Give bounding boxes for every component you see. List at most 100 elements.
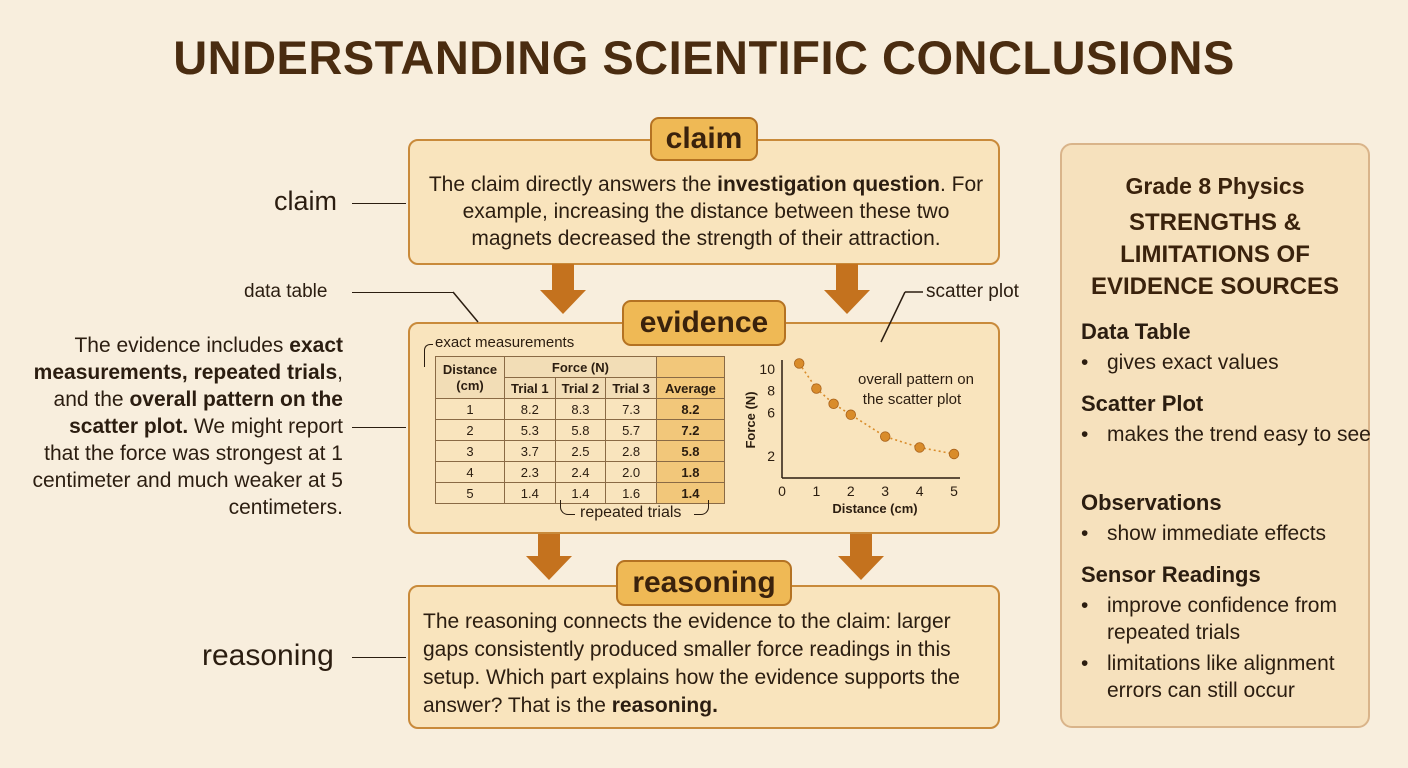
repeated-trials-label: repeated trials (580, 504, 682, 521)
table-cell: 7.3 (605, 398, 657, 420)
table-cell: 5.7 (605, 419, 657, 441)
arrow-evidence-reasoning-left (526, 534, 572, 580)
data-point (828, 398, 839, 410)
reasoning-side-label: reasoning (202, 639, 334, 672)
sidebar-subtitle: Grade 8 Physics (1125, 173, 1305, 199)
table-header-empty (655, 356, 726, 378)
x-tick-label: 5 (950, 483, 958, 499)
table-cell: 2.5 (554, 440, 607, 462)
data-table-label: data table (244, 281, 328, 302)
evidence-text-1: The evidence includes (74, 334, 290, 357)
section-title-scatter-plot: Scatter Plot (1081, 391, 1204, 416)
evidence-sources-panel: Grade 8 Physics STRENGTHS & LIMITATIONS … (1060, 143, 1371, 728)
table-cell: 2.0 (605, 461, 657, 483)
table-cell: 5 (435, 482, 505, 504)
sidebar-heading-line-3: EVIDENCE SOURCES (1090, 273, 1340, 300)
page-title: UNDERSTANDING SCIENTIFIC CONCLUSIONS (173, 31, 1235, 84)
data-point (914, 442, 925, 453)
bullet-observations-1: •show immediate effects (1081, 522, 1327, 545)
data-point (845, 409, 857, 420)
table-cell: 5.8 (554, 419, 607, 441)
exact-measurements-bracket (424, 344, 433, 367)
y-tick-label: 2 (767, 448, 775, 464)
data-table-connector-diag (452, 291, 479, 323)
claim-text-post: . For example, increasing the distance b… (462, 173, 984, 250)
table-row: 4 2.3 2.4 2.0 1.8 (435, 461, 726, 483)
evidence-connector (352, 427, 406, 428)
reasoning-text-bold: reasoning. (611, 694, 718, 717)
evidence-explanation: The evidence includes exact measurements… (32, 332, 344, 521)
data-point (879, 431, 891, 442)
table-cell-average: 1.8 (655, 461, 726, 483)
exact-measurements-label: exact measurements (435, 334, 575, 351)
claim-text-bold: investigation question (717, 173, 940, 196)
sidebar-heading-line-1: STRENGTHS & (1128, 209, 1301, 236)
table-cell: 3.7 (504, 440, 556, 462)
section-title-sensor-readings: Sensor Readings (1081, 562, 1261, 587)
x-axis-label: Distance (cm) (832, 501, 917, 516)
table-cell-average: 7.2 (655, 419, 726, 441)
x-tick-label: 3 (881, 483, 889, 499)
y-axis-label: Force (N) (743, 391, 758, 448)
data-point (948, 448, 960, 460)
data-point (811, 383, 822, 394)
scatter-plot: Force (N) Distance (cm) overall pattern … (743, 358, 974, 516)
bullet-scatter-plot-1: •makes the trend easy to see (1081, 423, 1371, 446)
plot-annotation-line1: overall pattern on (858, 371, 974, 388)
reasoning-panel: The reasoning connects the evidence to t… (408, 585, 1000, 729)
table-cell-average: 8.2 (655, 398, 726, 420)
bullet-sensor-readings-2: •limitations like alignment errors can s… (1081, 652, 1335, 702)
evidence-bold-1: exact measurements, repeated trials (33, 334, 343, 384)
reasoning-text: The reasoning connects the evidence to t… (423, 608, 989, 720)
section-title-observations: Observations (1081, 490, 1222, 515)
table-cell: 5.3 (504, 419, 556, 441)
evidence-text-3: We might report that the force was stron… (32, 415, 344, 519)
table-cell: 3 (435, 440, 505, 462)
table-cell: 1 (435, 398, 505, 420)
arrow-claim-evidence-right (824, 264, 870, 314)
y-tick-label: 6 (767, 405, 775, 421)
y-tick-label: 10 (759, 361, 775, 377)
table-cell: 2 (435, 419, 505, 441)
table-cell: 8.3 (554, 398, 607, 420)
data-point (793, 358, 805, 369)
x-tick-label: 1 (813, 483, 821, 499)
scatter-plot-label: scatter plot (926, 281, 1019, 302)
table-row: 2 5.3 5.8 5.7 7.2 (435, 419, 726, 441)
claim-text: The claim directly answers the investiga… (428, 171, 984, 252)
data-table-connector-h (352, 292, 454, 293)
claim-connector (352, 203, 406, 204)
table-header-average: Average (655, 377, 726, 399)
evidence-text-2: , and the (53, 361, 343, 411)
x-tick-label: 4 (916, 483, 924, 499)
reasoning-text-pre: The reasoning connects the evidence to t… (423, 610, 960, 717)
table-cell: 2.4 (554, 461, 607, 483)
bullet-data-table-1: •gives exact values (1081, 351, 1279, 374)
arrow-evidence-reasoning-right (838, 534, 884, 580)
sidebar-heading-line-2: LIMITATIONS OF (1120, 241, 1310, 268)
table-cell: 1.6 (605, 482, 657, 504)
table-cell: 2.8 (605, 440, 657, 462)
evidence-bold-2: overall pattern on the scatter plot. (69, 388, 343, 438)
table-row: 3 3.7 2.5 2.8 5.8 (435, 440, 726, 462)
table-cell: 2.3 (504, 461, 556, 483)
bullet-sensor-readings-1: •improve confidence from repeated trials (1081, 594, 1337, 644)
claim-side-label: claim (274, 186, 338, 216)
table-header-trial-1: Trial 1 (504, 377, 556, 399)
table-header-trial-2: Trial 2 (554, 377, 607, 399)
x-tick-label: 2 (847, 483, 855, 499)
reasoning-connector (352, 657, 406, 658)
x-tick-label: 0 (778, 483, 786, 499)
table-cell: 4 (435, 461, 505, 483)
reasoning-pill: reasoning (616, 560, 792, 606)
claim-pill: claim (650, 117, 758, 161)
data-table: Distance (cm) Force (N) Trial 1 Trial 2 … (435, 356, 726, 504)
table-cell: 1.4 (504, 482, 556, 504)
plot-annotation-line2: the scatter plot (863, 391, 962, 408)
table-row: 1 8.2 8.3 7.3 8.2 (435, 398, 726, 420)
scatter-plot-connector (880, 291, 923, 343)
table-cell: 8.2 (504, 398, 556, 420)
repeated-trials-bracket-right (694, 500, 709, 515)
table-header-force: Force (N) (504, 356, 657, 378)
table-cell-average: 1.4 (655, 482, 726, 504)
